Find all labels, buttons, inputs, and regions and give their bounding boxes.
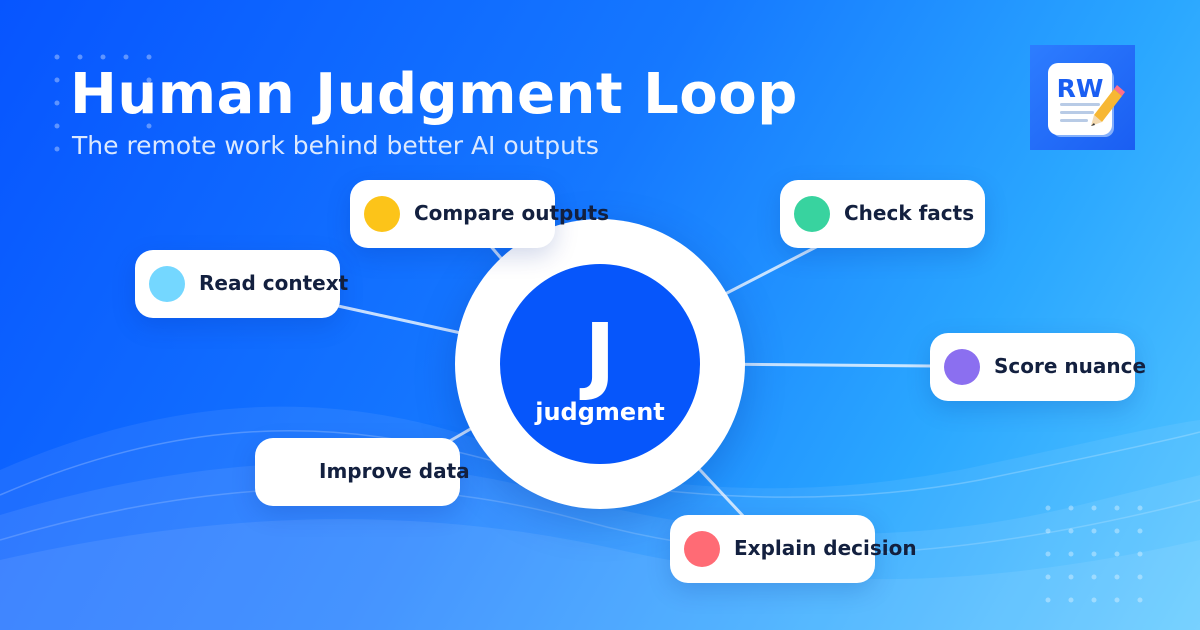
node-dot-red [684,531,720,567]
logo-text: RW [1057,74,1104,103]
hub-letter: J [584,305,616,403]
node-dot-white [269,454,305,490]
rw-logo: RW [1030,45,1135,150]
node-dot-cyan [149,266,185,302]
page-title: Human Judgment Loop [70,62,798,127]
dot-grid-bottom-right [1045,505,1143,603]
node-label: Read context [199,271,349,295]
node-dot-purple [944,349,980,385]
node-label: Improve data [319,459,470,483]
hub-core: J judgment [500,264,700,464]
node-score-nuance: Score nuance [930,333,1146,401]
node-read-context: Read context [135,250,348,318]
pencil-icon [1091,85,1125,126]
node-explain-decision: Explain decision [670,515,917,583]
node-check-facts: Check facts [780,180,985,248]
dot-grid-top-left [54,54,152,152]
node-label: Check facts [844,201,975,225]
node-dot-green [794,196,830,232]
node-label: Explain decision [734,536,917,560]
page-subtitle: The remote work behind better AI outputs [72,131,599,160]
node-label: Score nuance [994,354,1147,378]
node-label: Compare outputs [414,201,610,225]
node-compare-outputs: Compare outputs [350,180,609,248]
hub-label: judgment [535,398,665,426]
node-dot-yellow [364,196,400,232]
node-improve-data: Improve data [255,438,470,506]
